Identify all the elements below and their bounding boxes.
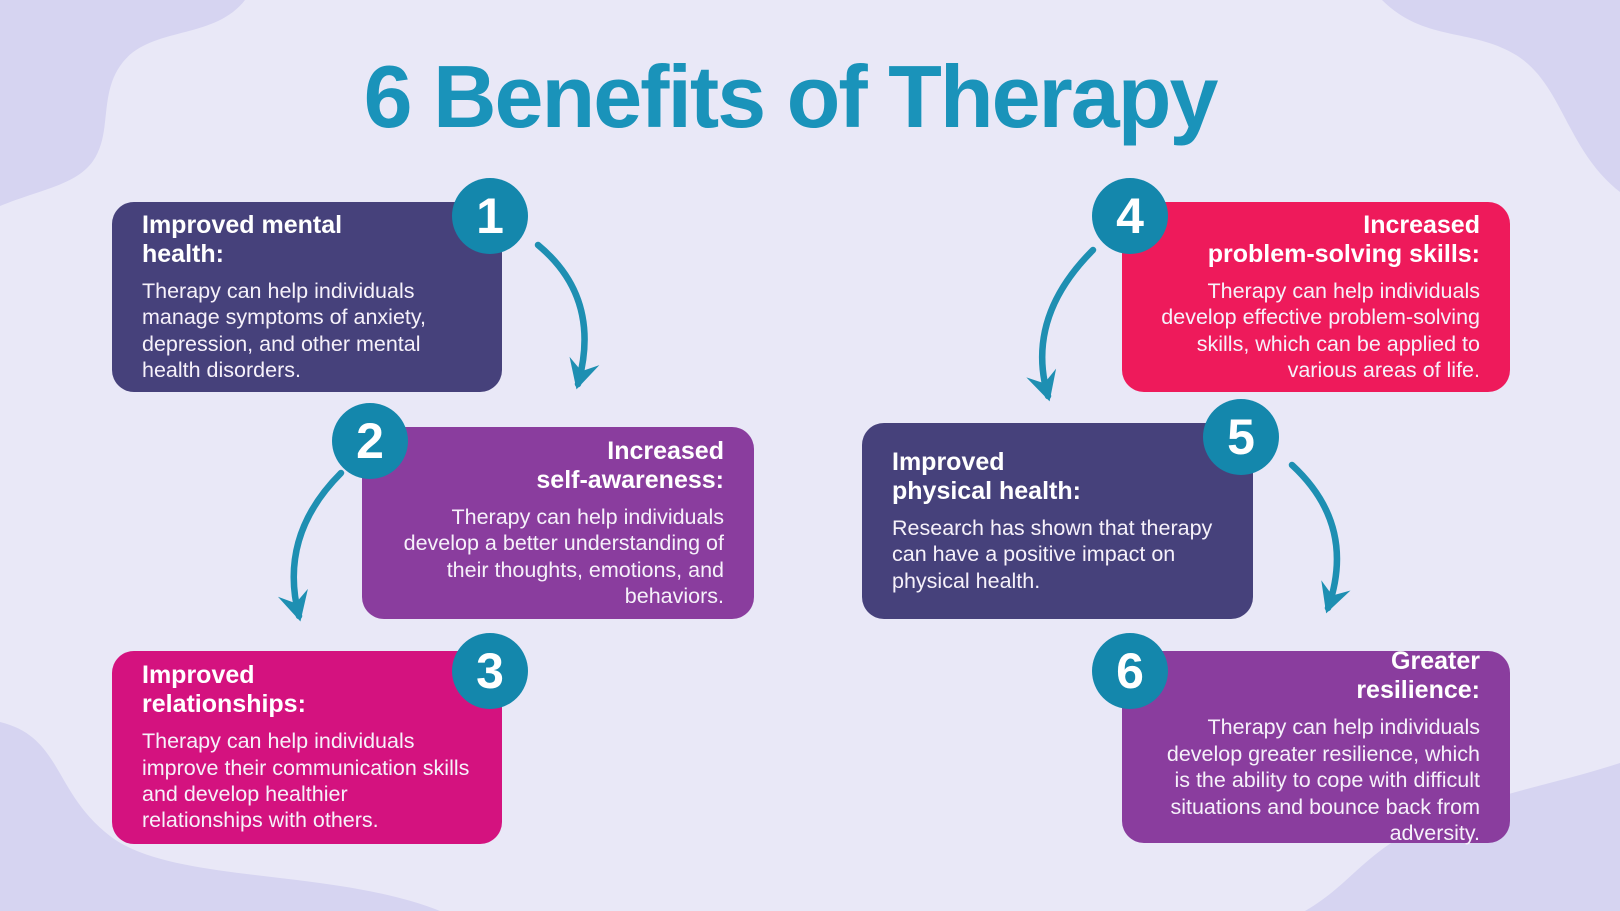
- arrow-4-to-5-icon: [1026, 246, 1097, 402]
- benefit-card-improved-physical-health: 5 Improved physical health: Research has…: [862, 399, 1279, 619]
- step-number-badge: 1: [452, 178, 528, 254]
- step-number-badge: 2: [332, 403, 408, 479]
- card-body: Therapy can help individuals develop eff…: [1161, 278, 1480, 382]
- card-body: Therapy can help individuals manage symp…: [142, 278, 427, 382]
- card-heading: Greater resilience:: [1356, 647, 1480, 705]
- card-body: Therapy can help individuals develop gre…: [1166, 715, 1480, 846]
- benefit-card-greater-resilience: 6 Greater resilience: Therapy can help i…: [1092, 633, 1510, 846]
- benefit-card-increased-problem-solving-skills: 4 Increased problem-solving skills: Ther…: [1092, 178, 1510, 392]
- card-heading: Improved physical health:: [892, 447, 1081, 505]
- card-body: Research has shown that therapy can have…: [892, 515, 1213, 593]
- benefit-card-improved-relationships: 3 Improved relationships: Therapy can he…: [112, 633, 528, 844]
- benefit-card-increased-self-awareness: 2 Increased self-awareness: Therapy can …: [332, 403, 754, 619]
- arrow-5-to-6-icon: [1288, 461, 1351, 614]
- card-heading: Improved mental health:: [142, 210, 343, 268]
- card-body: Therapy can help individuals develop a b…: [403, 504, 724, 608]
- card-heading: Improved relationships:: [142, 661, 306, 719]
- card-body: Therapy can help individuals improve the…: [142, 729, 470, 833]
- page-title: 6 Benefits of Therapy: [363, 47, 1219, 146]
- arrow-1-to-2-icon: [534, 241, 600, 390]
- arrow-2-to-3-icon: [277, 469, 345, 622]
- step-number-badge: 6: [1092, 633, 1168, 709]
- card-heading: Increased self-awareness:: [536, 436, 724, 494]
- step-number-badge: 3: [452, 633, 528, 709]
- benefit-card-improved-mental-health: 1 Improved mental health: Therapy can he…: [112, 178, 528, 392]
- card-heading: Increased problem-solving skills:: [1207, 210, 1480, 268]
- step-number-badge: 4: [1092, 178, 1168, 254]
- step-number-badge: 5: [1203, 399, 1279, 475]
